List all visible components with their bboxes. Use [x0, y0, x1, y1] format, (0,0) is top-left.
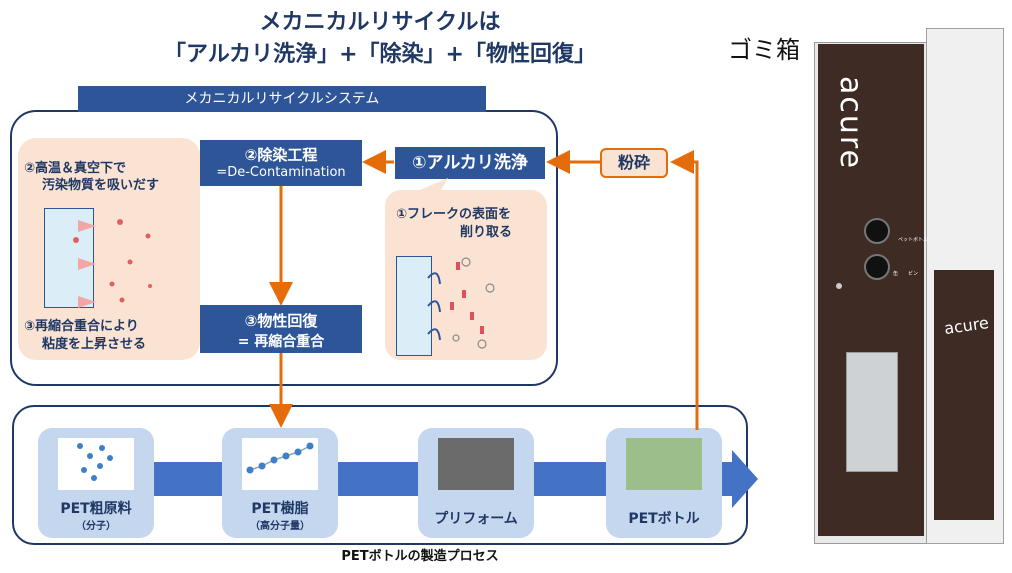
bottle-slot-hole[interactable] [864, 218, 890, 244]
tile-label: PETボトル [628, 511, 700, 527]
process-caption: PETボトルの製造プロセス [341, 549, 499, 564]
bottles-image [626, 438, 702, 490]
crush-step: 粉砕 [600, 148, 668, 178]
system-label: メカニカルリサイクルシステム [78, 86, 486, 112]
title-line1: メカニカルリサイクルは [259, 10, 501, 35]
bin-side-brown [934, 270, 994, 520]
flake-note-line2: 削り取る [460, 225, 513, 240]
bin-window [846, 352, 898, 472]
jar-slot-label: ビン [908, 271, 919, 277]
flake-film [396, 256, 432, 356]
vacuum-note-line2: 汚染物質を吸いだす [42, 178, 160, 193]
tile-label: PET粗原料 [60, 501, 132, 517]
bottle-slot-label: ペットボトル [898, 237, 929, 243]
decon-step: ②除染工程 =De-Contamination [200, 140, 362, 186]
belt-arrowhead [732, 450, 758, 508]
title-line2: 「アルカリ洗浄」+「除染」+「物性回復」 [164, 42, 596, 67]
decon-step-sub: =De-Contamination [216, 165, 346, 180]
recovery-step-sub: = 再縮合重合 [237, 334, 325, 350]
flake-pointer [420, 178, 448, 192]
gomi-label: ゴミ箱 [728, 36, 800, 64]
tile-preform: プリフォーム [418, 428, 534, 538]
can-slot-label: 缶 [893, 271, 899, 277]
tile-label: PET樹脂 [251, 501, 309, 517]
tile-label: プリフォーム [434, 511, 518, 527]
decon-step-title: ②除染工程 [244, 146, 318, 164]
vacuum-pointer [170, 150, 200, 170]
recondense-note-line2: 粘度を上昇させる [42, 337, 147, 352]
tile-pet-bottle: PETボトル [606, 428, 722, 538]
alkali-step: ①アルカリ洗浄 [395, 147, 545, 179]
recovery-step: ③物性回復 = 再縮合重合 [200, 305, 362, 353]
tile-pet-resin: PET樹脂 （高分子量） [222, 428, 338, 538]
flake-note-line1: ①フレークの表面を [396, 207, 512, 222]
bin-lock-icon [836, 283, 842, 289]
tile-pet-raw: PET粗原料 （分子） [38, 428, 154, 538]
recovery-step-title: ③物性回復 [244, 312, 318, 330]
molecule-image [58, 438, 134, 490]
can-slot-hole[interactable] [864, 254, 890, 280]
arrow-bottle-to-crush [670, 150, 699, 430]
polymer-image [242, 438, 318, 490]
recondense-note-line1: ③再縮合重合により [24, 319, 139, 334]
tile-sub: （分子） [76, 521, 116, 532]
vacuum-note-line1: ②高温＆真空下で [24, 161, 127, 176]
recondense-pointer [170, 308, 200, 326]
tile-sub: （高分子量） [250, 521, 310, 532]
preform-image [438, 438, 514, 490]
